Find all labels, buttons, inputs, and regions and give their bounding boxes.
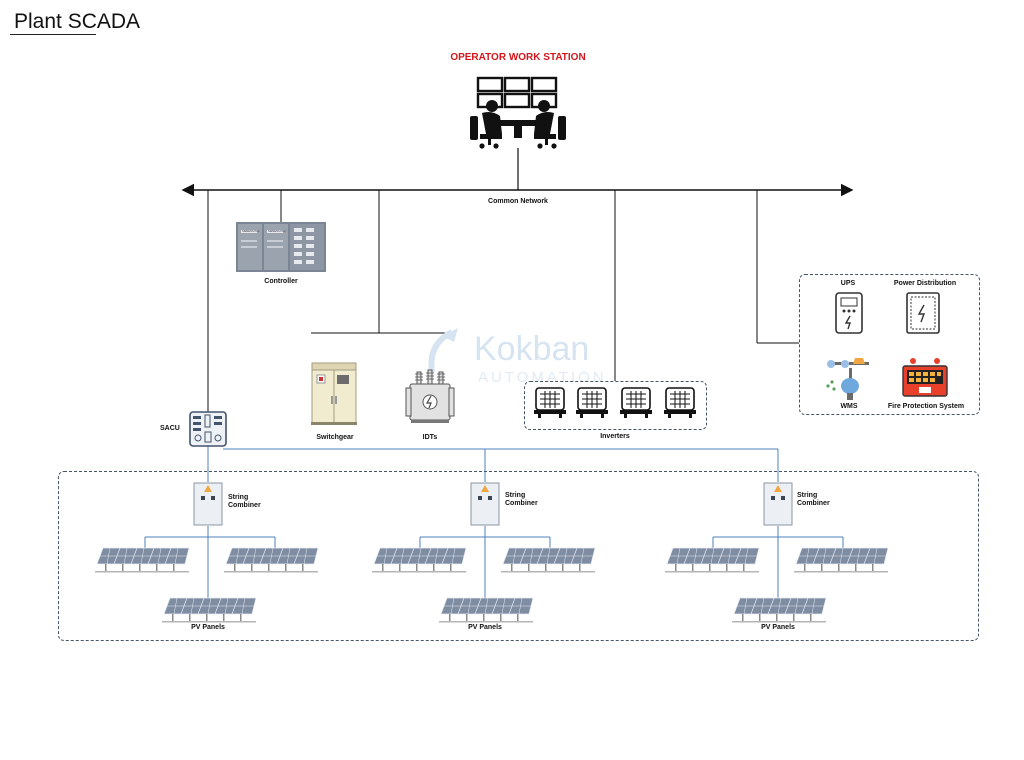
inverter-icon xyxy=(664,387,696,418)
inverter-icon xyxy=(620,387,652,418)
workstation-label: OPERATOR WORK STATION xyxy=(450,52,586,63)
pv-panels-label: PV Panels xyxy=(761,624,795,631)
idts-label: IDTs xyxy=(422,434,438,441)
wms-icon xyxy=(826,358,869,400)
string-combiner-label: String Combiner xyxy=(228,494,261,509)
controller-icon: SIEMENS PLC SIEMENS PLC xyxy=(236,222,326,272)
switchgear-label: Switchgear xyxy=(316,434,354,441)
power-distribution-label: Power Distribution xyxy=(893,280,957,287)
pv-panels-label: PV Panels xyxy=(468,624,502,631)
pv-panel-icon xyxy=(794,547,889,573)
pv-panels-label: PV Panels xyxy=(191,624,225,631)
transformer-icon xyxy=(405,369,455,423)
ups-label: UPS xyxy=(840,280,856,287)
sacu-icon xyxy=(189,411,227,447)
pv-panel-icon xyxy=(224,547,319,573)
pv-panel-icon xyxy=(501,547,596,573)
operator-workstation-icon xyxy=(470,76,566,149)
pv-panel-icon xyxy=(95,547,190,573)
pv-panel-icon xyxy=(665,547,760,573)
power-distribution-icon xyxy=(906,292,940,334)
pv-panel-icon xyxy=(732,597,827,623)
inverter-icon xyxy=(576,387,608,418)
controller-module-text: SIEMENS PLC xyxy=(268,229,286,233)
switchgear-icon xyxy=(311,362,357,425)
auxiliary-group xyxy=(799,274,980,415)
pv-panel-icon xyxy=(372,547,467,573)
controller-label: Controller xyxy=(264,278,298,285)
common-network-label: Common Network xyxy=(488,198,548,205)
title-underline xyxy=(10,34,96,35)
field-group xyxy=(58,471,979,641)
string-combiner-label: String Combiner xyxy=(797,492,830,507)
ups-icon xyxy=(835,292,863,334)
string-combiner-label: String Combiner xyxy=(505,492,538,507)
pv-panel-icon xyxy=(439,597,534,623)
string-combiner-icon xyxy=(763,482,793,526)
inverters-label: Inverters xyxy=(600,433,630,440)
string-combiner-icon xyxy=(470,482,500,526)
controller-module-text: SIEMENS PLC xyxy=(242,229,260,233)
inverters-group xyxy=(524,381,707,430)
inverter-row xyxy=(534,387,696,418)
pv-panel-icon xyxy=(162,597,257,623)
sacu-label: SACU xyxy=(160,425,180,432)
watermark-text: Kokban xyxy=(474,330,589,368)
field-wiring xyxy=(144,446,844,600)
string-combiner-icon xyxy=(193,482,223,526)
fire-protection-label: Fire Protection System xyxy=(887,403,965,410)
page-title: Plant SCADA xyxy=(14,10,141,33)
wms-label: WMS xyxy=(840,403,858,410)
fire-protection-icon xyxy=(902,358,948,397)
inverter-icon xyxy=(534,387,566,418)
